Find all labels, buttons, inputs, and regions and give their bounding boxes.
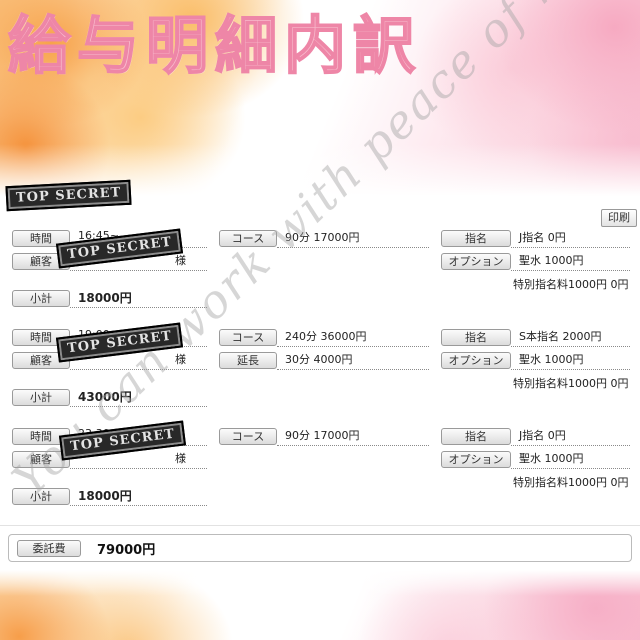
customer-label: 顧客 [12, 451, 70, 468]
subtotal-row: 小計 43000円 [12, 387, 207, 408]
subtotal-label: 小計 [12, 290, 70, 307]
customer-value: 様 [70, 351, 207, 370]
extension-label: 延長 [219, 352, 277, 369]
course-label: コース [219, 329, 277, 346]
option-value: 聖水 1000円 [511, 351, 630, 370]
subtotal-label: 小計 [12, 488, 70, 505]
course-value: 90分 17000円 [277, 427, 429, 446]
record3-right-column: 指名 J指名 0円 オプション 聖水 1000円 特別指名料1000円 0円 [441, 426, 630, 509]
nomination-value: J指名 0円 [511, 427, 630, 446]
option-extra-value: 特別指名料1000円 0円 [513, 377, 629, 390]
commission-label: 委託費 [17, 539, 81, 557]
option-extra-value: 特別指名料1000円 0円 [513, 278, 629, 291]
course-value: 240分 36000円 [277, 328, 429, 347]
top-secret-stamp: TOP SECRET [5, 179, 132, 212]
customer-value: 様 [70, 450, 207, 469]
record2-right-column: 指名 S本指名 2000円 オプション 聖水 1000円 特別指名料1000円 … [441, 327, 630, 410]
commission-value: 79000円 [97, 542, 156, 558]
subtotal-row: 小計 18000円 [12, 288, 207, 309]
option-row: オプション 聖水 1000円 [441, 251, 630, 272]
payslip-record-3: 時間 23:30~ 顧客 様 小計 18000円 コース 90分 17000円 [0, 426, 640, 509]
bottom-watercolor-banner [0, 570, 640, 640]
nomination-value: J指名 0円 [511, 229, 630, 248]
course-label: コース [219, 230, 277, 247]
time-label: 時間 [12, 329, 70, 346]
record2-middle-column: コース 240分 36000円 延長 30分 4000円 [219, 327, 429, 410]
subtotal-value: 18000円 [70, 487, 207, 506]
extension-value: 30分 4000円 [277, 351, 429, 370]
customer-label: 顧客 [12, 253, 70, 270]
payslip-record-2: 時間 19:00~ 顧客 様 小計 43000円 コース 240分 36000円 [0, 327, 640, 410]
customer-row: 顧客 様 [12, 350, 207, 371]
record1-middle-column: コース 90分 17000円 [219, 228, 429, 311]
nomination-value: S本指名 2000円 [511, 328, 630, 347]
record2-left-column: 時間 19:00~ 顧客 様 小計 43000円 [12, 327, 207, 410]
customer-row: 顧客 様 [12, 251, 207, 272]
nomination-row: 指名 S本指名 2000円 [441, 327, 630, 348]
nomination-row: 指名 J指名 0円 [441, 426, 630, 447]
nomination-row: 指名 J指名 0円 [441, 228, 630, 249]
course-row: コース 90分 17000円 [219, 228, 429, 249]
nomination-label: 指名 [441, 428, 511, 445]
record1-right-column: 指名 J指名 0円 オプション 聖水 1000円 特別指名料1000円 0円 [441, 228, 630, 311]
option-value: 聖水 1000円 [511, 450, 630, 469]
extension-row: 延長 30分 4000円 [219, 350, 429, 371]
option-label: オプション [441, 253, 511, 270]
nomination-label: 指名 [441, 329, 511, 346]
option-value: 聖水 1000円 [511, 252, 630, 271]
option-label: オプション [441, 451, 511, 468]
subtotal-value: 18000円 [70, 289, 207, 308]
customer-value: 様 [70, 252, 207, 271]
page-title: 給与明細内訳 [7, 9, 423, 82]
print-button[interactable]: 印刷 [601, 209, 637, 227]
course-value: 90分 17000円 [277, 229, 429, 248]
customer-label: 顧客 [12, 352, 70, 369]
course-row: コース 240分 36000円 [219, 327, 429, 348]
top-watercolor-banner [0, 0, 640, 196]
option-row: オプション 聖水 1000円 [441, 449, 630, 470]
subtotal-row: 小計 18000円 [12, 486, 207, 507]
subtotal-value: 43000円 [70, 388, 207, 407]
option-label: オプション [441, 352, 511, 369]
record3-middle-column: コース 90分 17000円 [219, 426, 429, 509]
commission-box: 委託費 79000円 [8, 534, 632, 562]
option-extra-value: 特別指名料1000円 0円 [513, 476, 629, 489]
subtotal-label: 小計 [12, 389, 70, 406]
records-area: 時間 16:45~ 顧客 様 小計 18000円 コース 90分 17000円 [0, 228, 640, 562]
course-label: コース [219, 428, 277, 445]
course-row: コース 90分 17000円 [219, 426, 429, 447]
customer-row: 顧客 様 [12, 449, 207, 470]
footer-divider [0, 525, 640, 526]
time-label: 時間 [12, 230, 70, 247]
nomination-label: 指名 [441, 230, 511, 247]
option-row: オプション 聖水 1000円 [441, 350, 630, 371]
